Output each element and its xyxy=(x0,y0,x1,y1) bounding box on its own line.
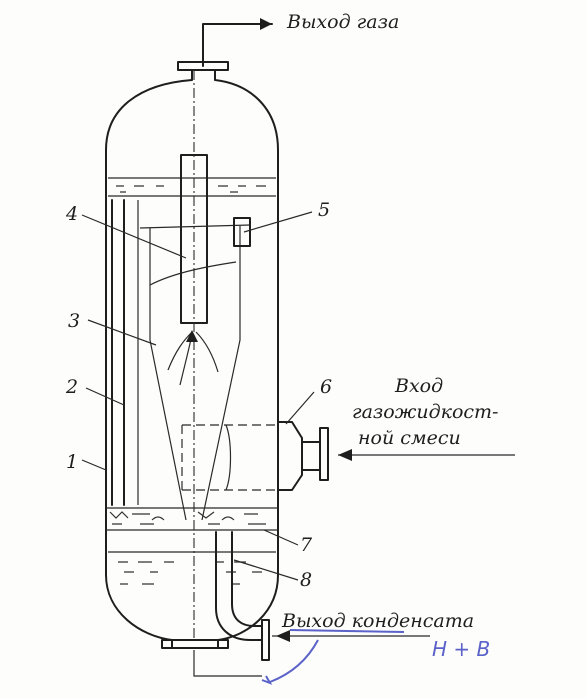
bottom-flange xyxy=(161,639,229,649)
condensate-outlet-label: Выход конденсата xyxy=(281,610,474,632)
handwritten-label: Н + В xyxy=(432,637,490,661)
callout-4: 4 xyxy=(65,203,78,225)
leader-1 xyxy=(81,459,107,471)
inlet-device xyxy=(181,424,278,491)
inlet-curve xyxy=(225,424,232,491)
gas-outlet-label: Выход газа xyxy=(286,11,399,33)
inlet-label-line1: Вход xyxy=(394,375,443,397)
callout-1: 1 xyxy=(66,451,78,473)
leader-2 xyxy=(85,387,125,406)
inlet-flange xyxy=(319,427,329,481)
top-flange xyxy=(177,61,229,71)
callout-7: 7 xyxy=(300,534,313,556)
condensate-flange xyxy=(261,619,270,661)
bottom-outlet-line xyxy=(193,650,262,677)
leader-5 xyxy=(243,211,313,233)
callout-5: 5 xyxy=(318,199,330,221)
inlet-nozzle xyxy=(277,421,303,491)
callout-2: 2 xyxy=(65,376,78,398)
drain-tube xyxy=(111,199,125,506)
condensate-pipe xyxy=(215,531,263,641)
packing-hatching xyxy=(109,511,266,525)
callout-8: 8 xyxy=(300,569,312,591)
part-5-block xyxy=(233,217,251,247)
lower-tray xyxy=(106,507,278,531)
leader-6 xyxy=(285,391,315,425)
upper-liquid-hatching xyxy=(116,185,266,193)
leader-4 xyxy=(81,214,187,259)
callout-6: 6 xyxy=(320,376,332,398)
vessel-shell-left xyxy=(105,69,193,641)
inlet-arrow xyxy=(338,449,352,461)
cyclone-cone xyxy=(149,226,241,521)
gas-outlet-pipe xyxy=(202,23,273,67)
inlet-label-line3: ной смеси xyxy=(358,427,461,449)
handwritten-arrow xyxy=(261,639,319,685)
gas-outlet-arrow xyxy=(260,18,272,30)
cyclone-swirl xyxy=(149,261,237,286)
inlet-label-line2: газожидкост- xyxy=(352,401,498,423)
handwritten-underline xyxy=(289,629,405,633)
gas-flow-arrow xyxy=(186,330,198,342)
leader-8 xyxy=(233,559,299,581)
bottom-nozzle xyxy=(171,639,219,649)
callout-3: 3 xyxy=(68,310,80,332)
inlet-pipe xyxy=(301,441,321,471)
leader-7 xyxy=(263,529,299,546)
cyclone-top xyxy=(139,224,251,229)
leader-3 xyxy=(87,319,157,346)
lower-liquid-hatching xyxy=(118,561,262,585)
condensate-arrow xyxy=(276,630,290,642)
vessel-shell-right xyxy=(214,69,279,641)
